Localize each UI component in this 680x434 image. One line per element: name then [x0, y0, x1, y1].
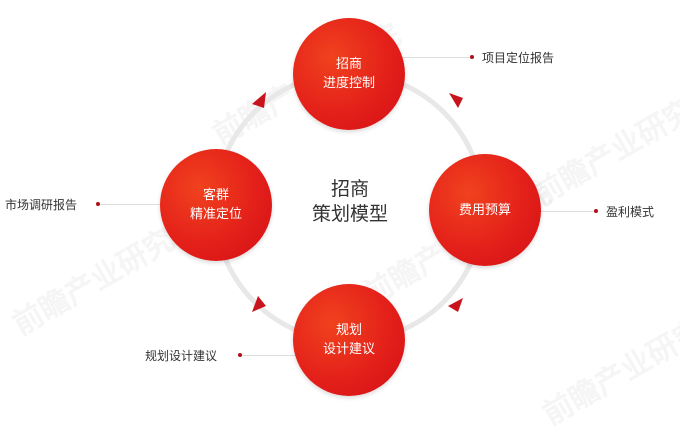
output-label-bottom: 规划设计建议	[145, 349, 218, 363]
node-progress-control: 招商 进度控制	[293, 18, 405, 130]
node-text: 费用预算	[458, 202, 511, 218]
arrow-icon	[448, 298, 463, 312]
bullet-dot	[238, 353, 242, 357]
arrow-icon	[449, 93, 463, 108]
node-planning: 规划 设计建议	[293, 284, 405, 396]
title-line: 招商	[330, 178, 369, 200]
arrow-icon	[252, 92, 266, 108]
node-text: 设计建议	[322, 342, 375, 357]
connector-line	[530, 211, 595, 212]
output-label-left: 市场调研报告	[5, 198, 78, 212]
node-text: 规划	[335, 323, 362, 338]
connector-line	[99, 204, 169, 205]
node-text: 进度控制	[322, 76, 375, 91]
node-text: 客群	[202, 188, 229, 203]
node-text: 招商	[335, 57, 362, 72]
diagram-title: 招商 策划模型	[300, 177, 400, 227]
node-text: 精准定位	[189, 207, 242, 222]
output-label-right: 盈利模式	[606, 205, 655, 219]
node-budget: 费用预算	[429, 154, 541, 266]
node-customer: 客群 精准定位	[160, 149, 272, 261]
output-label-top: 项目定位报告	[482, 51, 555, 65]
arrow-icon	[252, 296, 266, 312]
bullet-dot	[470, 55, 474, 59]
connector-line	[400, 57, 472, 58]
title-line: 策划模型	[311, 203, 388, 225]
bullet-dot	[594, 209, 598, 213]
bullet-dot	[96, 202, 100, 206]
connector-line	[242, 355, 304, 356]
